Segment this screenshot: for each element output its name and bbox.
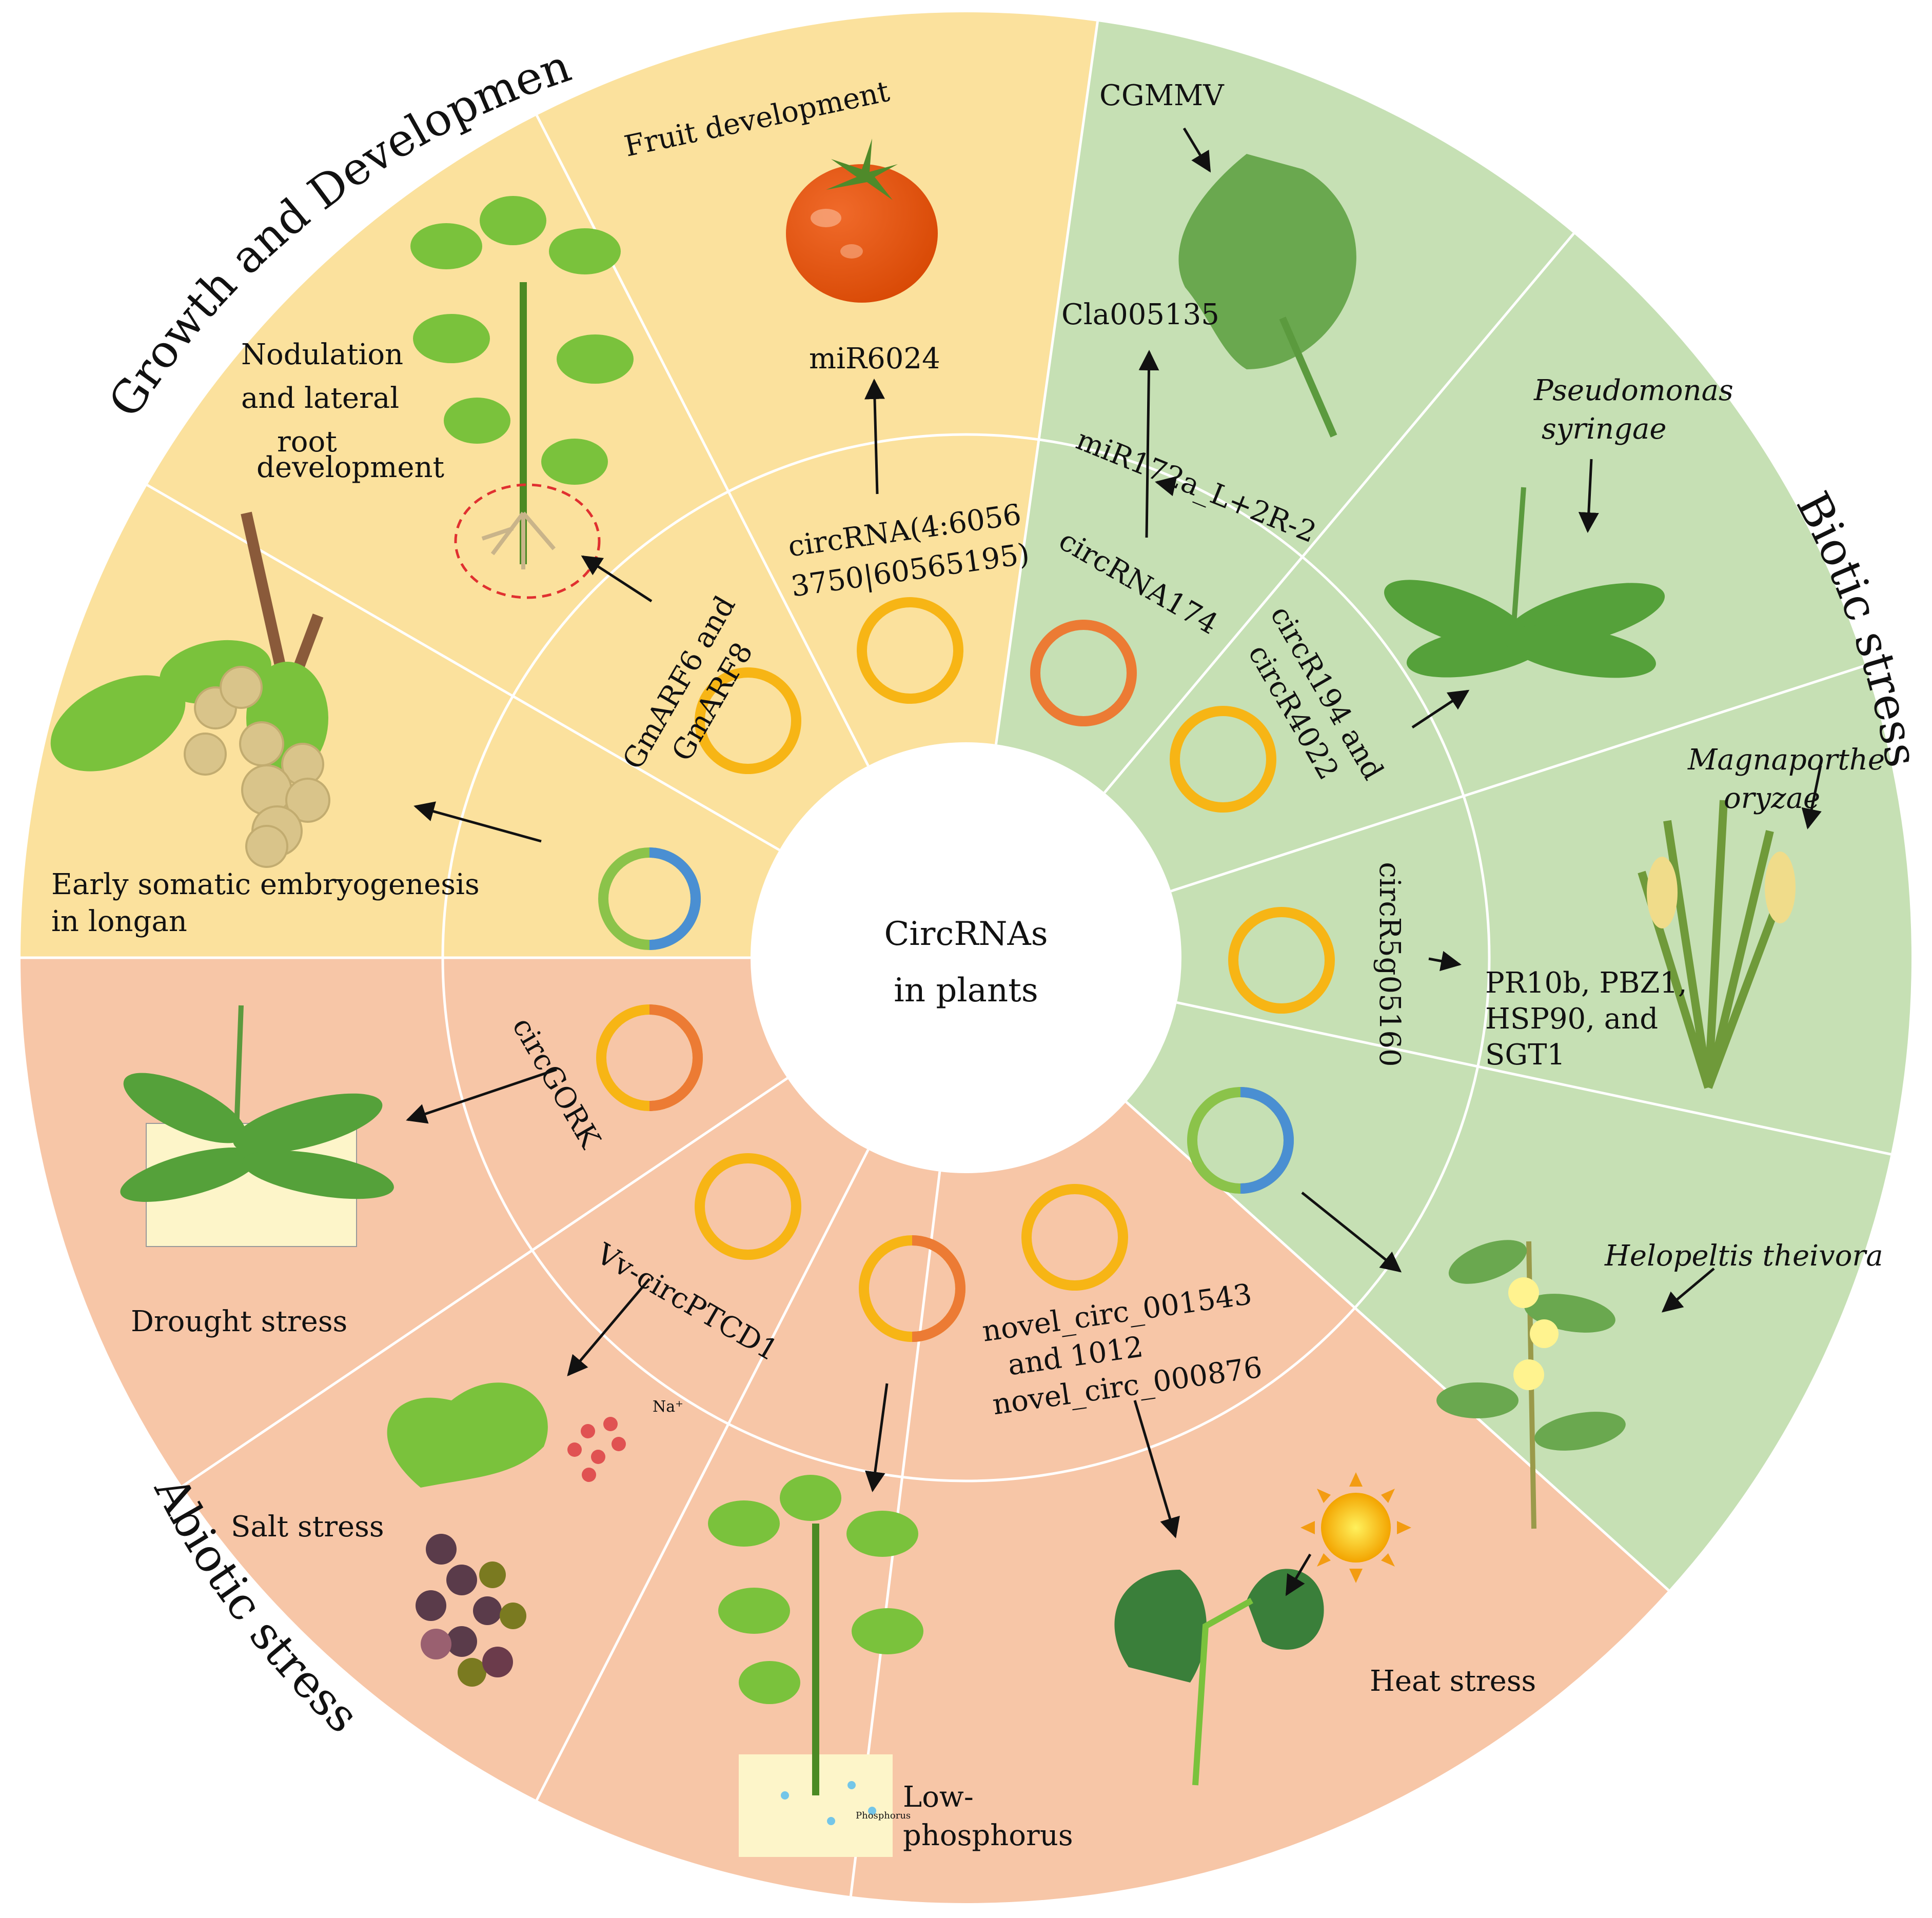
effect-label-nodulation: development — [257, 451, 445, 484]
grape-vine-illustration — [387, 1382, 548, 1687]
effect-label-drought: Drought stress — [131, 1305, 347, 1338]
sector-divider-line — [181, 1077, 788, 1488]
circrna-ring-icon — [1228, 907, 1335, 1014]
center-title-line1: CircRNAs — [884, 915, 1048, 953]
effect-label-pseudomonas: Pseudomonas — [1533, 374, 1733, 407]
abiotic-sector — [21, 958, 1669, 1903]
circrna-ring-icon-segment — [649, 1004, 703, 1111]
effect-label-longan: Early somatic embryogenesis — [51, 868, 480, 901]
arabidopsis-plant-drought — [120, 1005, 394, 1247]
na-ion-dots — [567, 1417, 626, 1482]
biotic-sector — [966, 21, 1911, 1591]
effect-label-phosphorus: Low- — [903, 1781, 974, 1814]
center-title-line2: in plants — [894, 972, 1038, 1010]
soybean-plant-nodulation — [410, 196, 634, 599]
effect-label-pseudomonas: syringae — [1542, 412, 1667, 446]
circrna-ring-icon — [695, 667, 801, 774]
circrna-ring-icon-segment — [1240, 1087, 1294, 1194]
effect-label-magnaporthe: Magnaporthe — [1687, 743, 1885, 777]
effect-label-cgmmv: CGMMV — [1099, 79, 1225, 112]
effect-label-magnaporthe: oryzae — [1724, 782, 1820, 815]
sector-divider-line — [1170, 664, 1866, 893]
target-genes-label: HSP90, and — [1485, 1002, 1658, 1036]
effect-label-nodulation: root — [277, 425, 337, 459]
circrna-ring-icon — [857, 597, 963, 704]
tea-plant-helopeltis — [1436, 1240, 1626, 1529]
circrna-ring-icon-segment — [649, 847, 701, 950]
center-circle — [751, 742, 1181, 1173]
inner-ring-divider — [441, 433, 1491, 1482]
sector-divider-line — [1103, 232, 1575, 794]
circrna-ring-icon-segment — [912, 1235, 965, 1342]
effect-label-longan: in longan — [51, 905, 187, 938]
na-ion-label: Na⁺ — [653, 1398, 683, 1416]
target-genes-label: SGT1 — [1485, 1038, 1565, 1072]
effect-label-helopeltis: Helopeltis theivora — [1604, 1239, 1883, 1273]
soybean-plant-phosphorus: Phosphorus — [708, 1475, 923, 1857]
sector-divider-line — [994, 21, 1099, 745]
effect-label-nodulation: Nodulation — [241, 338, 403, 371]
effect-label-salt: Salt stress — [231, 1510, 384, 1544]
sun-icon — [1300, 1472, 1411, 1583]
sector-divider-line — [536, 114, 870, 766]
target-genes-label: PR10b, PBZ1, — [1485, 966, 1687, 1000]
circrna-ring-icons — [596, 597, 1335, 1342]
circrna-ring-icon — [695, 1153, 801, 1260]
rice-plant-magnaporthe — [1638, 800, 1796, 1089]
tomato-illustration — [786, 139, 938, 303]
circrna-ring-icon — [1021, 1184, 1128, 1291]
effect-label-nodulation: and lateral — [241, 382, 399, 415]
target-label-cla005135: Cla005135 — [1061, 298, 1219, 331]
longan-fruit-illustration — [50, 511, 330, 868]
circrna-ring-icon — [1030, 620, 1137, 726]
effect-label-heat: Heat stress — [1370, 1665, 1536, 1698]
effect-label-phosphorus: phosphorus — [903, 1819, 1073, 1852]
watermelon-leaf-illustration — [1178, 154, 1356, 438]
circrna-label-circr5g05160: circR5g05160 — [1373, 862, 1406, 1066]
phosphorus-inset-label: Phosphorus — [856, 1810, 911, 1821]
sector-divider-line — [536, 1149, 870, 1801]
arrows — [406, 127, 1822, 1596]
arabidopsis-plant-pseudomonas — [1384, 487, 1665, 678]
sector-divider-line — [1176, 1001, 1891, 1156]
target-label-mir6024: miR6024 — [809, 342, 940, 375]
circrna-ring-icon — [1170, 706, 1276, 813]
